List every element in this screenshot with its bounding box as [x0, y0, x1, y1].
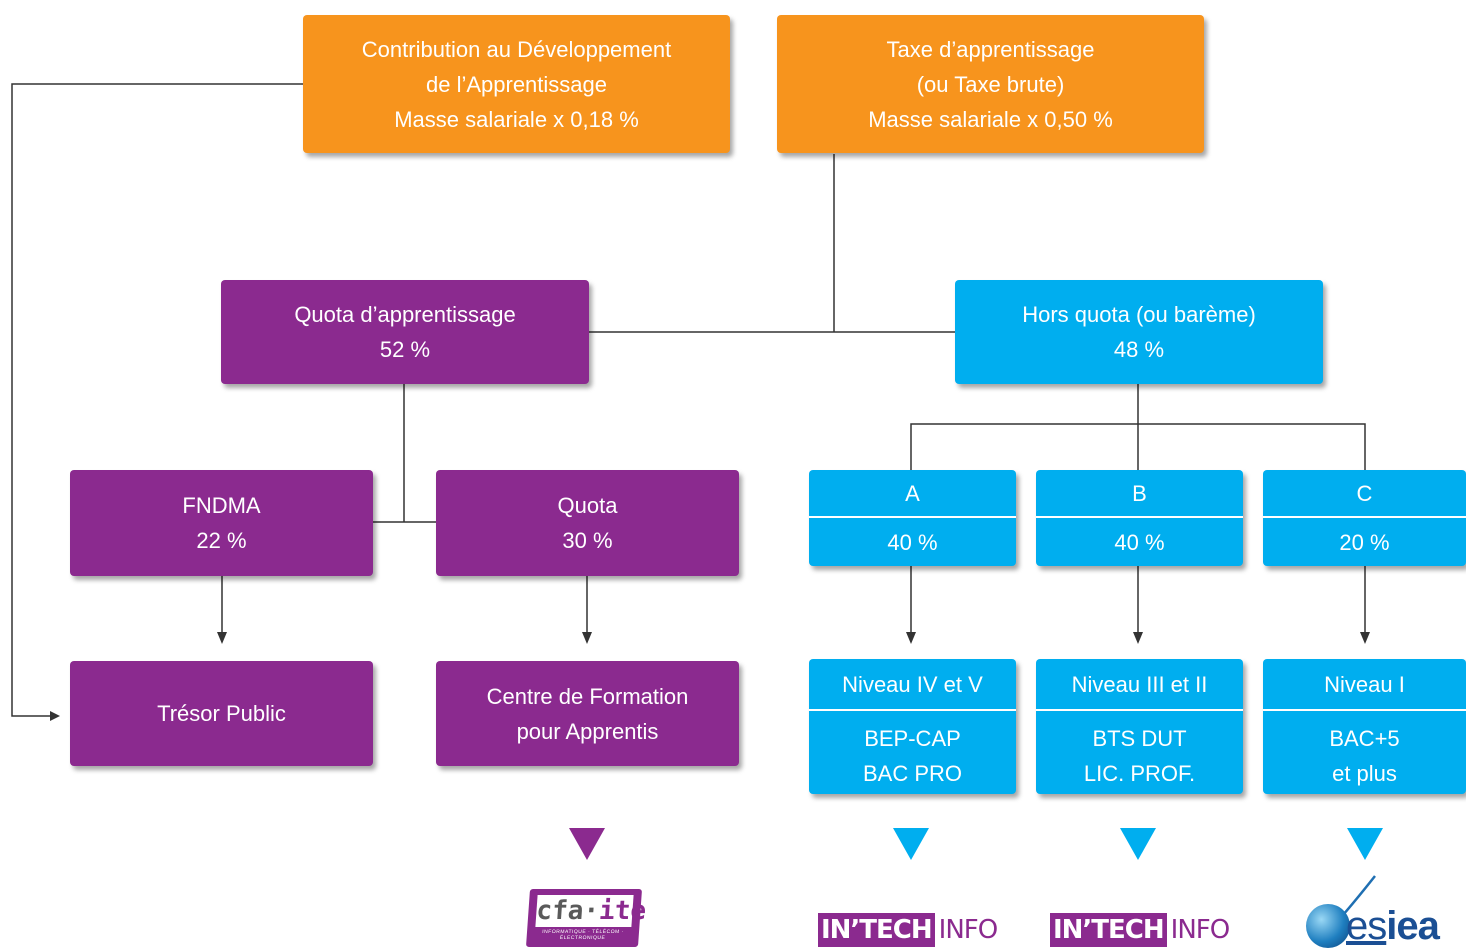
- arrowhead-b: [1133, 632, 1143, 644]
- contribution-line1: Contribution au Développement: [361, 36, 672, 62]
- category-b-divider: [1036, 516, 1243, 518]
- tresor-public-box: Trésor Public: [70, 661, 373, 766]
- taxe-line2: (ou Taxe brute): [916, 71, 1065, 97]
- category-c-divider: [1263, 516, 1466, 518]
- hors-quota-box: Hors quota (ou barème) 48 %: [955, 280, 1323, 384]
- intech-info-logo-1-dark: IN’TECH: [818, 913, 935, 947]
- level-c-label: Niveau I: [1324, 671, 1405, 697]
- fndma-pct: 22 %: [196, 528, 247, 553]
- level-b-diploma2: LIC. PROF.: [1083, 760, 1196, 786]
- tresor-public-label: Trésor Public: [157, 701, 286, 726]
- connector-contribution-tresor: [11, 83, 303, 717]
- esiea-logo-ball: [1306, 904, 1350, 948]
- category-a-box: A 40 %: [809, 470, 1016, 566]
- level-c-box: Niveau I BAC+5 et plus: [1263, 659, 1466, 794]
- category-c-box: C 20 %: [1263, 470, 1466, 566]
- taxe-line3: Masse salariale x 0,50 %: [868, 106, 1113, 132]
- intech-info-logo-1-light: INFO: [938, 915, 999, 945]
- triangle-a: [893, 828, 929, 860]
- level-a-box: Niveau IV et V BEP-CAP BAC PRO: [809, 659, 1016, 794]
- esiea-logo-iea: iea: [1386, 904, 1440, 948]
- quota-apprentissage-label: Quota d’apprentissage: [294, 302, 516, 327]
- esiea-logo: esiea: [1300, 870, 1460, 950]
- esiea-logo-es: es: [1346, 904, 1387, 948]
- cfa-line2: pour Apprentis: [516, 718, 659, 744]
- level-b-divider: [1036, 709, 1243, 711]
- level-b-diploma1: BTS DUT: [1092, 726, 1187, 751]
- taxe-box: Taxe d’apprentissage (ou Taxe brute) Mas…: [777, 15, 1204, 153]
- level-c-divider: [1263, 709, 1466, 711]
- contribution-line3: Masse salariale x 0,18 %: [394, 106, 639, 132]
- level-b-label: Niveau III et II: [1071, 671, 1208, 697]
- category-b-pct: 40 %: [1114, 529, 1165, 555]
- cfa-ite-logo-prefix: cfa·: [535, 896, 601, 926]
- category-a-divider: [809, 516, 1016, 518]
- connector-abc-bar: [910, 423, 1366, 470]
- fndma-box: FNDMA 22 %: [70, 470, 373, 576]
- arrowhead-quota: [582, 632, 592, 644]
- triangle-cfa: [569, 828, 605, 860]
- level-a-diploma2: BAC PRO: [862, 760, 963, 786]
- category-a-pct: 40 %: [887, 529, 938, 555]
- category-b-box: B 40 %: [1036, 470, 1243, 566]
- quota-apprentissage-box: Quota d’apprentissage 52 %: [221, 280, 589, 384]
- quota-label: Quota: [557, 493, 618, 518]
- category-a-letter: A: [905, 480, 920, 506]
- taxe-line1: Taxe d’apprentissage: [886, 36, 1095, 62]
- triangle-b: [1120, 828, 1156, 860]
- level-c-diploma2: et plus: [1332, 760, 1397, 786]
- quota-apprentissage-pct: 52 %: [379, 337, 431, 362]
- triangle-c: [1347, 828, 1383, 860]
- level-a-label: Niveau IV et V: [842, 671, 983, 697]
- level-b-box: Niveau III et II BTS DUT LIC. PROF.: [1036, 659, 1243, 794]
- level-c-diploma1: BAC+5: [1329, 726, 1400, 751]
- level-a-divider: [809, 709, 1016, 711]
- cfa-box: Centre de Formation pour Apprentis: [436, 661, 739, 766]
- arrowhead-a: [906, 632, 916, 644]
- arrowhead-fndma: [217, 632, 227, 644]
- arrowhead-c: [1360, 632, 1370, 644]
- hors-quota-label: Hors quota (ou barème): [1022, 302, 1256, 327]
- arrowhead-tresor-left: [50, 711, 60, 721]
- category-b-letter: B: [1132, 480, 1147, 506]
- hors-quota-pct: 48 %: [1113, 337, 1165, 362]
- level-a-diploma1: BEP-CAP: [864, 726, 961, 751]
- contribution-line2: de l’Apprentissage: [425, 71, 607, 97]
- category-c-letter: C: [1356, 480, 1373, 506]
- intech-info-logo-2-dark: IN’TECH: [1050, 913, 1167, 947]
- category-c-pct: 20 %: [1339, 529, 1390, 555]
- intech-info-logo-2-light: INFO: [1170, 915, 1231, 945]
- cfa-ite-logo: cfa·ite INFORMATIQUE · TÉLÉCOM · ÉLECTRO…: [525, 889, 647, 947]
- cfa-ite-logo-suffix: ite: [598, 896, 648, 926]
- fndma-label: FNDMA: [182, 493, 261, 518]
- cfa-ite-logo-tagline: INFORMATIQUE · TÉLÉCOM · ÉLECTRONIQUE: [542, 929, 624, 941]
- contribution-box: Contribution au Développement de l’Appre…: [303, 15, 730, 153]
- quota-box: Quota 30 %: [436, 470, 739, 576]
- quota-pct: 30 %: [562, 528, 613, 553]
- cfa-line1: Centre de Formation: [486, 683, 689, 709]
